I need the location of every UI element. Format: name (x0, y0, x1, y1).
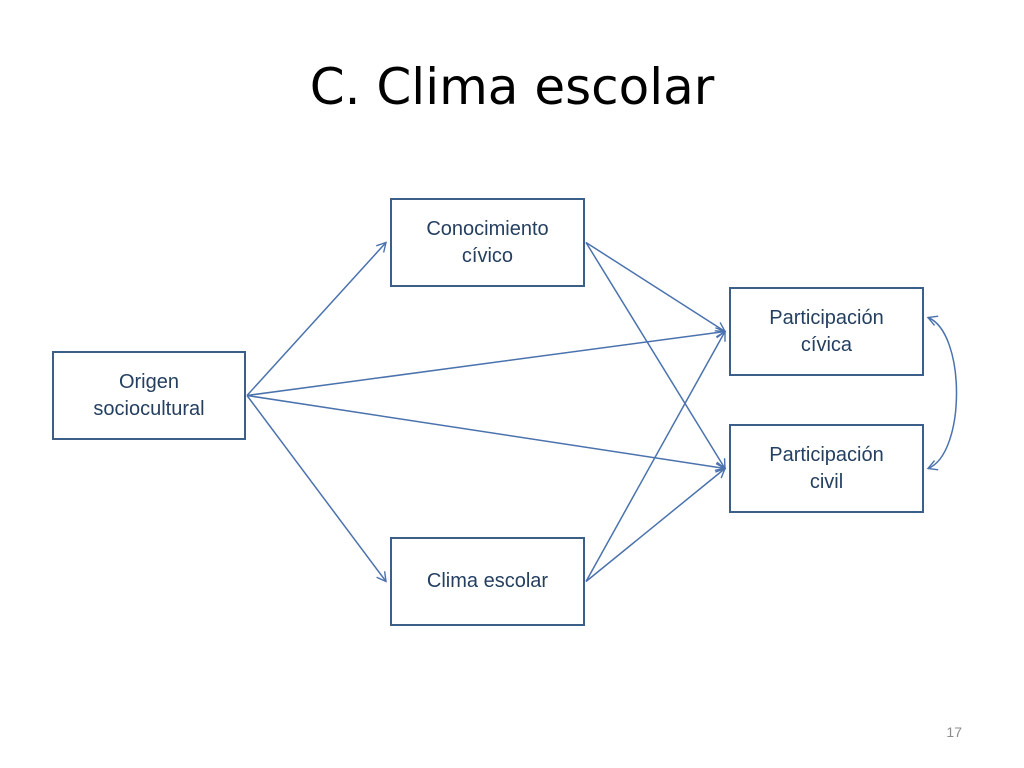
node-origen-sociocultural: Origen sociocultural (52, 351, 246, 440)
edge-conocimiento-part_civil (585, 242, 726, 470)
node-participacion-civil: Participación civil (729, 424, 924, 513)
node-label: Origen sociocultural (93, 370, 205, 420)
node-label: Participación cívica (769, 306, 884, 356)
edge-origen-part_civil (246, 394, 727, 473)
edge-clima-part_civil (585, 467, 727, 583)
node-conocimiento-civico: Conocimiento cívico (390, 198, 585, 287)
node-label: Clima escolar (426, 570, 549, 592)
node-label: Conocimiento cívico (426, 217, 549, 267)
slide-title: C. Clima escolar (309, 58, 715, 116)
node-clima-escolar: Clima escolar (390, 537, 585, 626)
edge-origen-conocimiento (246, 241, 387, 397)
edge-origen-clima (246, 395, 387, 583)
edge-origen-part_civica (246, 327, 727, 397)
edge-clima-part_civica (585, 330, 726, 582)
edge-part_civica-part_civil (926, 315, 958, 471)
node-participacion-civica: Participación cívica (729, 287, 924, 376)
page-number: 17 (946, 724, 962, 740)
node-label: Participación civil (769, 443, 884, 493)
edge-conocimiento-part_civica (585, 241, 727, 333)
